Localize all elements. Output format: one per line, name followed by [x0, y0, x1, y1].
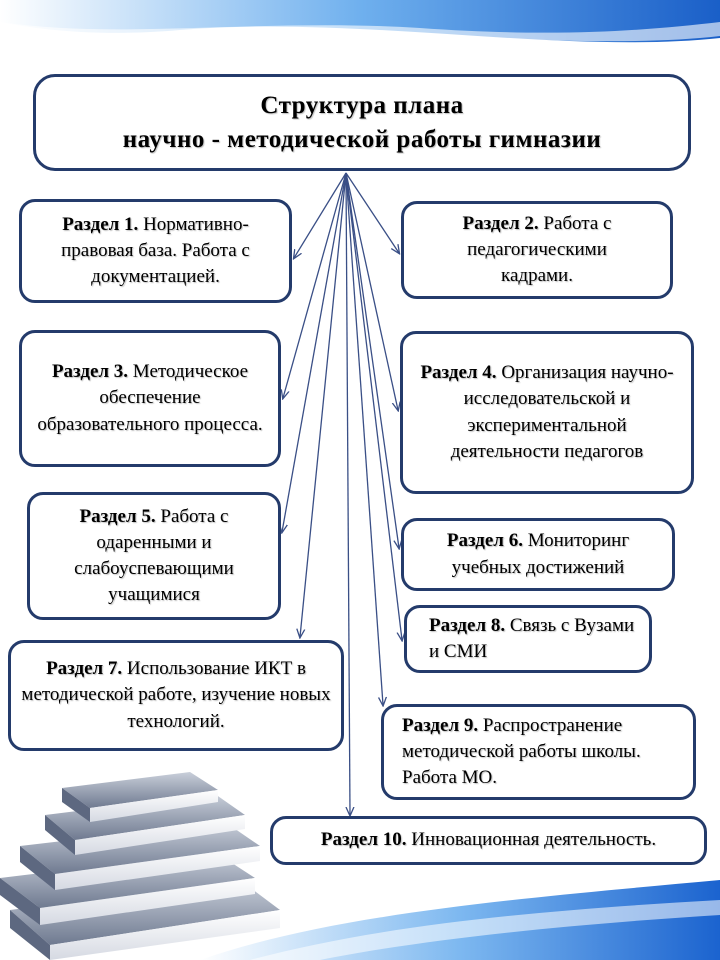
section-8-label: Раздел 8.	[429, 614, 506, 636]
section-3-text: Методическое обеспечение образовательног…	[37, 361, 263, 435]
section-3-box: Раздел 3. Методическое обеспечение образ…	[19, 330, 281, 467]
section-5-label: Раздел 5.	[79, 505, 156, 527]
section-7-label: Раздел 7.	[46, 658, 123, 680]
section-7-text: Использование ИКТ в методической работе,…	[21, 658, 331, 732]
section-8-text: Связь с Вузами и СМИ	[429, 614, 635, 662]
section-8-box: Раздел 8. Связь с Вузами и СМИ	[404, 605, 652, 673]
section-10-box: Раздел 10. Инновационная деятельность.	[270, 816, 707, 865]
section-2-label: Раздел 2.	[462, 212, 539, 234]
section-2-text: Работа с педагогическими кадрами.	[467, 212, 612, 287]
section-10-text: Инновационная деятельность.	[411, 829, 657, 851]
section-9-box: Раздел 9. Распространение методической р…	[381, 704, 696, 800]
section-2-box: Раздел 2. Работа с педагогическими кадра…	[401, 201, 673, 299]
top-wave-highlight	[0, 22, 720, 42]
bottom-wave-highlight	[250, 900, 720, 960]
diagram-title-box: Структура плана научно - методической ра…	[33, 74, 691, 171]
section-6-label: Раздел 6.	[446, 530, 523, 552]
section-5-box: Раздел 5. Работа с одаренными и слабоусп…	[27, 492, 281, 620]
section-6-box: Раздел 6. Мониторинг учебных достижений	[401, 518, 675, 591]
section-3-label: Раздел 3.	[51, 361, 129, 383]
section-4-text: Организация научно-исследовательской и э…	[450, 362, 674, 462]
section-1-label: Раздел 1.	[62, 213, 139, 235]
section-9-text: Распространение методической работы школ…	[402, 714, 641, 789]
title-line-2: научно - методической работы гимназии	[122, 125, 602, 153]
section-9-label: Раздел 9.	[402, 714, 479, 736]
section-6-text: Мониторинг учебных достижений	[451, 530, 630, 578]
section-5-text: Работа с одаренными и слабоуспевающими у…	[74, 505, 234, 606]
section-1-box: Раздел 1. Нормативно-правовая база. Рабо…	[19, 199, 292, 303]
title-line-1: Структура плана	[260, 91, 464, 119]
section-4-label: Раздел 4.	[420, 362, 497, 384]
section-4-box: Раздел 4. Организация научно-исследовате…	[400, 331, 694, 494]
book-stack-icon	[0, 772, 280, 960]
top-wave	[0, 0, 720, 43]
bottom-wave	[200, 880, 720, 960]
section-1-text: Нормативно-правовая база. Работа с докум…	[61, 213, 250, 288]
section-10-label: Раздел 10.	[320, 829, 407, 851]
section-7-box: Раздел 7. Использование ИКТ в методическ…	[8, 640, 344, 751]
